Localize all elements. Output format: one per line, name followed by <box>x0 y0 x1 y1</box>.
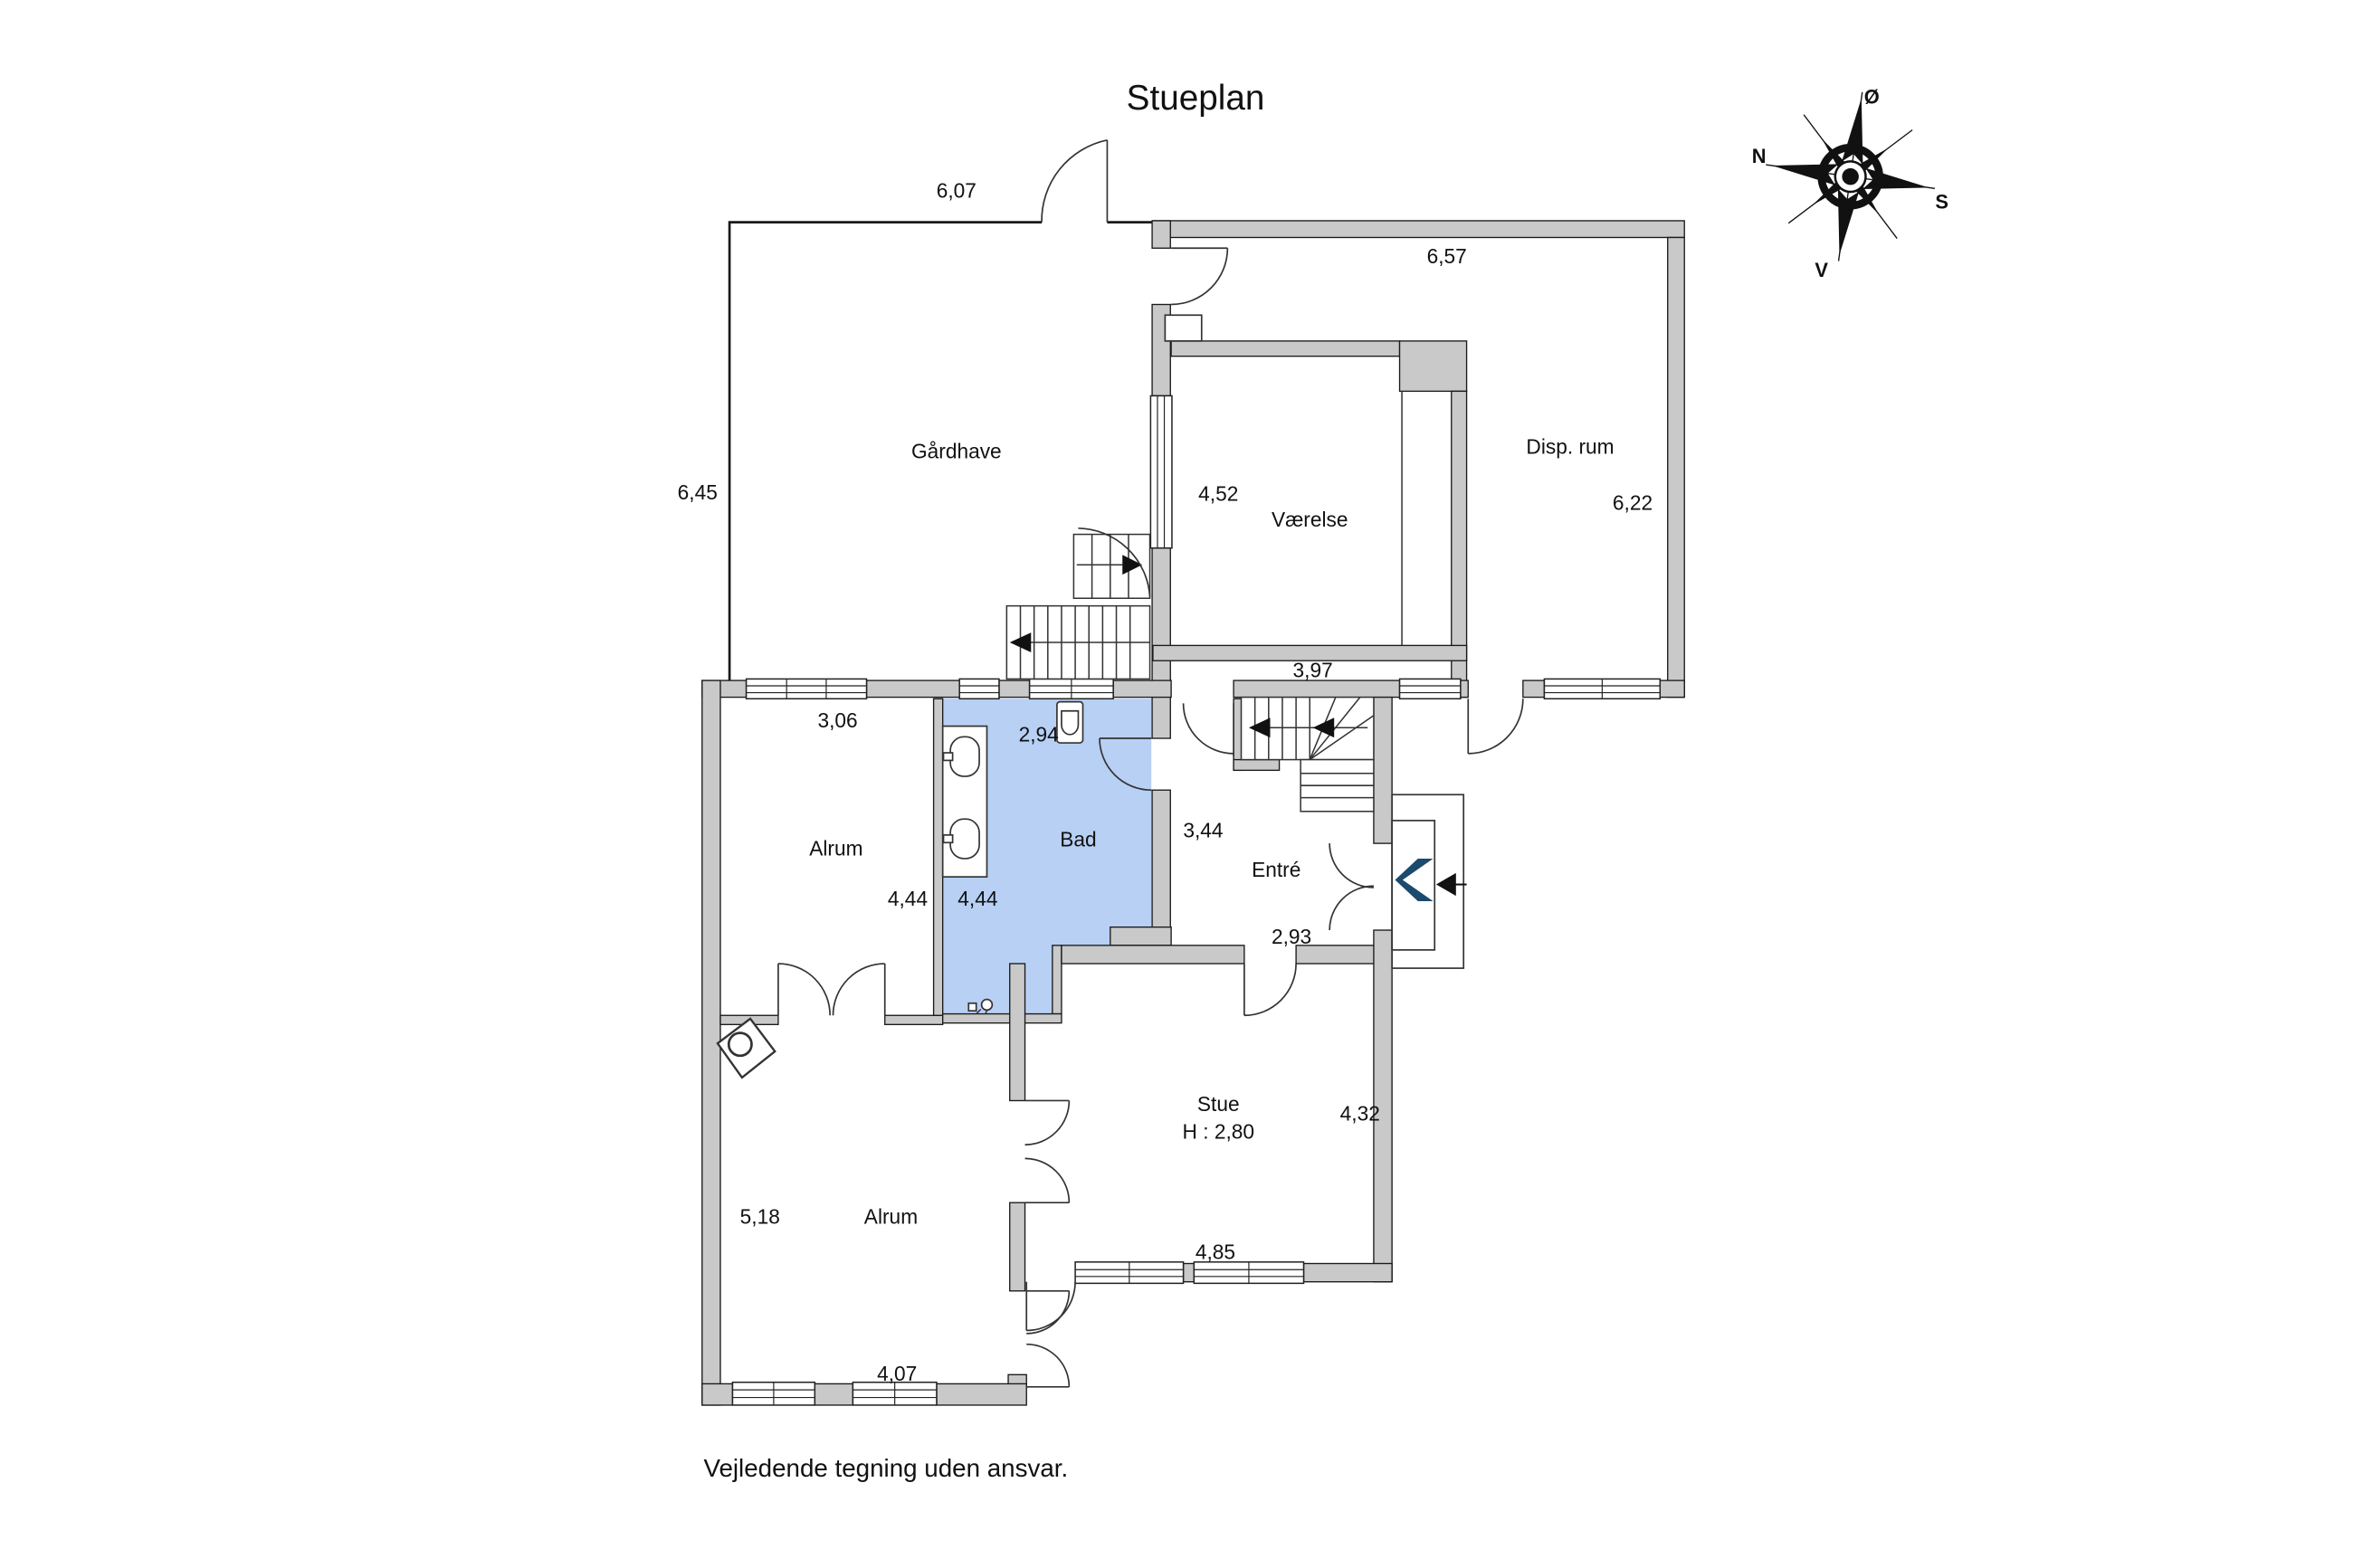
stove-icon <box>716 1017 776 1079</box>
entry-arrow-icon <box>1435 872 1467 897</box>
toilet-icon <box>1056 700 1084 744</box>
door-hall <box>1171 247 1229 306</box>
window-stue-right <box>1193 1261 1305 1285</box>
window-disprum-bottom <box>1543 678 1662 700</box>
fixtures <box>716 700 1467 1079</box>
door-alrum-alrum-double <box>777 963 886 1016</box>
dim-2-94: 2,94 <box>1019 722 1059 746</box>
door-entre-stue <box>1243 964 1297 1017</box>
stair-small-flight <box>1072 527 1151 599</box>
room-label-alrum-lower: Alrum <box>864 1205 918 1229</box>
dim-5-18: 5,18 <box>740 1205 780 1229</box>
bad-room-fill <box>942 698 1152 1014</box>
compass-rose: Ø N S V <box>1752 85 1948 281</box>
door-gaardhave-gate <box>1041 138 1109 223</box>
window-alrum-bottom-right <box>852 1381 938 1406</box>
door-main-entry <box>1329 843 1374 931</box>
entry-chevron-icon <box>1395 858 1434 902</box>
room-label-gaardhave: Gårdhave <box>911 439 1002 462</box>
doors <box>777 138 1524 1388</box>
window-vaerelse-west <box>1149 394 1173 549</box>
dim-3-06: 3,06 <box>817 708 857 732</box>
winder-arrow-1 <box>1248 717 1271 738</box>
windows <box>731 394 1662 1406</box>
compass-east-label: Ø <box>1864 85 1880 108</box>
dim-2-93: 2,93 <box>1272 925 1311 948</box>
stair-arrow-left <box>1009 632 1032 652</box>
door-alrum-terrace-double <box>1026 1289 1071 1388</box>
window-bad-top-right <box>1028 678 1114 700</box>
door-stue-alrum-double <box>1024 1099 1071 1204</box>
room-label-disprum: Disp. rum <box>1526 434 1614 458</box>
room-label-bad: Bad <box>1060 827 1096 851</box>
window-alrum-top <box>745 678 868 700</box>
dim-3-97: 3,97 <box>1293 659 1333 682</box>
winder-arrow-2 <box>1312 717 1335 738</box>
door-stue-outswing <box>1025 1281 1076 1332</box>
window-landing <box>1398 678 1462 700</box>
dim-4-44-bad: 4,44 <box>957 887 997 910</box>
dim-4-32: 4,32 <box>1340 1101 1380 1125</box>
compass-west-label: V <box>1815 259 1828 281</box>
porch-outline-inner <box>1391 820 1436 951</box>
dim-6-57: 6,57 <box>1427 244 1467 268</box>
room-label-alrum-upper: Alrum <box>809 837 862 860</box>
window-alrum-bottom-left <box>731 1381 816 1406</box>
room-label-stue-height: H : 2,80 <box>1183 1120 1255 1144</box>
room-label-entre: Entré <box>1252 858 1300 881</box>
dim-4-07: 4,07 <box>877 1362 917 1385</box>
stair-winder <box>1240 696 1375 813</box>
window-stue-left <box>1074 1261 1185 1285</box>
shower-icon <box>967 998 994 1015</box>
stair-long-flight <box>1005 604 1151 680</box>
gaardhave-walls <box>728 221 1153 681</box>
walls <box>701 220 1685 1406</box>
page-title: Stueplan <box>1127 79 1265 118</box>
stairs <box>1005 527 1375 813</box>
compass-north-label: N <box>1752 145 1767 167</box>
dim-3-44: 3,44 <box>1183 818 1223 841</box>
dim-6-22: 6,22 <box>1613 491 1653 515</box>
wall-niche <box>1164 314 1203 342</box>
room-label-stue: Stue <box>1197 1092 1240 1116</box>
dim-4-52: 4,52 <box>1198 482 1238 506</box>
dim-4-44-alrum: 4,44 <box>888 887 928 910</box>
door-landing-entre <box>1182 703 1234 757</box>
disclaimer-text: Vejledende tegning uden ansvar. <box>703 1454 1068 1482</box>
stair-arrow-right <box>1122 555 1143 575</box>
door-entre-disprum <box>1467 698 1524 755</box>
dim-6-45: 6,45 <box>678 480 718 504</box>
room-label-vaerelse: Værelse <box>1272 508 1348 531</box>
door-bad <box>1099 737 1152 792</box>
dim-4-85: 4,85 <box>1196 1240 1235 1263</box>
dim-6-07: 6,07 <box>937 179 976 203</box>
compass-south-label: S <box>1935 191 1948 214</box>
window-bad-top-left <box>958 678 1000 700</box>
vanity-icon <box>941 725 988 878</box>
